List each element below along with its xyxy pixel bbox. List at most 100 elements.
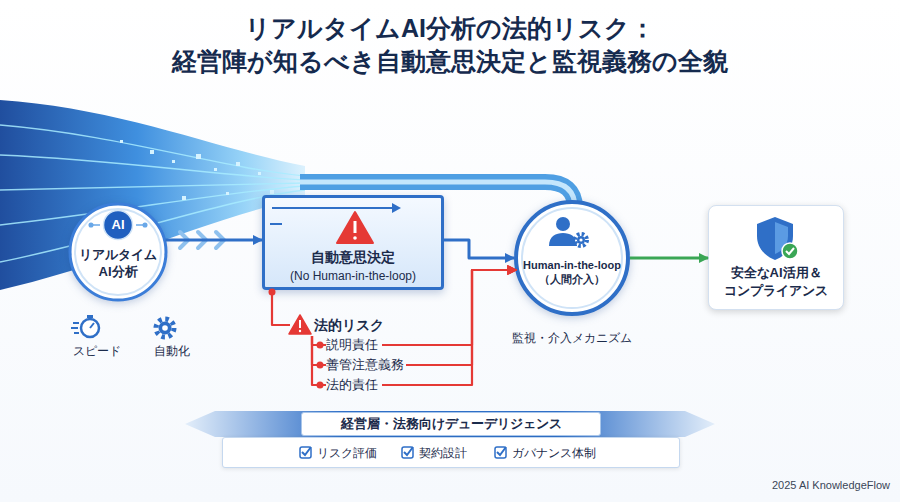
pixel xyxy=(236,162,240,166)
circuit-dot xyxy=(89,223,93,227)
node-text: (No Human-in-the-loop) xyxy=(269,268,437,284)
pixel xyxy=(172,160,175,163)
box-flow-strip xyxy=(270,203,401,224)
pixel xyxy=(196,154,201,159)
node-text: リスク評価 xyxy=(317,444,397,463)
data-pixels xyxy=(120,140,274,200)
gear-teeth xyxy=(575,234,587,246)
watermark: 2025 AI KnowledgeFlow xyxy=(740,479,890,491)
node-heading: 安全なAI活用＆ コンプライアンス xyxy=(714,264,838,300)
circuit-line xyxy=(92,224,100,226)
check-mark xyxy=(786,248,794,254)
icon-label: 自動化 xyxy=(137,343,207,360)
person-head xyxy=(556,217,570,231)
ai-badge: AI xyxy=(103,210,133,240)
person-gear-icon xyxy=(549,217,587,246)
shield-icon xyxy=(757,217,798,260)
gear-teeth xyxy=(156,319,174,337)
node-text: 契約設計 xyxy=(419,444,499,463)
node-heading: AI xyxy=(103,216,133,234)
risk-heading: 法的リスク xyxy=(290,314,400,336)
speed-line xyxy=(74,332,79,334)
node-heading: 経営層・法務向けデューデリジェンス xyxy=(301,412,601,436)
circle-outline xyxy=(516,202,628,314)
data-streak xyxy=(0,183,305,190)
check-mark xyxy=(497,447,506,455)
warning-triangle xyxy=(289,315,311,334)
chevron xyxy=(198,232,206,248)
flow-chevrons xyxy=(180,232,224,248)
gear-hole xyxy=(579,238,582,241)
human-loop-circle: Human-in-the-loop （人間介入）監視・介入メカニズム xyxy=(514,200,630,316)
risk-warning-icon xyxy=(289,315,311,334)
badge-circle xyxy=(104,211,133,240)
pixel xyxy=(226,192,229,195)
node-heading: 法的責任 xyxy=(326,376,378,394)
circle-shape xyxy=(514,200,630,316)
warning-bar xyxy=(354,221,357,233)
decision-box: 自動意思決定 (No Human-in-the-loop) xyxy=(262,195,444,290)
node-heading: 善管注意義務 xyxy=(326,356,402,374)
chevron xyxy=(216,232,224,248)
circuit-dot xyxy=(143,223,147,227)
gear-icon xyxy=(156,319,174,337)
checkbox-icons xyxy=(300,447,506,458)
node-text: ガバナンス体制 xyxy=(512,444,622,463)
gear-hole xyxy=(162,325,168,331)
chevron xyxy=(180,232,188,248)
diagram-title: リアルタイムAI分析の法的リスク： 経営陣が知るべき自動意思決定と監視義務の全貌 xyxy=(30,12,870,78)
pixel xyxy=(150,150,154,154)
risk-bullets xyxy=(269,289,324,389)
strip-line xyxy=(272,207,392,209)
connector xyxy=(444,240,514,258)
node-heading: 説明責任 xyxy=(326,336,378,354)
checkbox xyxy=(300,447,311,458)
pixel xyxy=(270,190,274,194)
checkbox xyxy=(495,447,506,458)
connector xyxy=(272,290,290,325)
bullet-dot xyxy=(317,382,324,389)
speed-line xyxy=(73,322,79,324)
check-badge xyxy=(782,243,798,259)
source-circle: リアルタイム AI分析AI xyxy=(68,202,168,302)
warning-icon xyxy=(337,212,373,243)
circuit-line xyxy=(136,224,144,226)
band-ribbon xyxy=(185,411,715,437)
warning-triangle xyxy=(337,212,373,243)
node-heading: 法的リスク xyxy=(314,316,400,334)
shield xyxy=(757,217,793,260)
bullet-dot xyxy=(269,289,276,296)
check-mark xyxy=(404,447,413,455)
data-streak xyxy=(0,125,305,176)
circle-inner-ring xyxy=(522,208,622,308)
connector xyxy=(630,257,708,260)
risk-item: 善管注意義務 xyxy=(326,356,402,374)
strip-tick xyxy=(270,223,282,225)
circle-outline xyxy=(70,204,166,300)
warning-dot xyxy=(299,330,301,332)
stopwatch-crown xyxy=(87,315,93,318)
data-swoosh xyxy=(0,100,305,290)
strip-arrowhead xyxy=(392,203,401,213)
connector xyxy=(312,336,326,345)
icon-label: スピード xyxy=(62,343,132,360)
stopwatch-hand xyxy=(90,323,94,328)
checklist-band: 経営層・法務向けデューデリジェンスリスク評価契約設計ガバナンス体制 xyxy=(222,437,680,468)
warning-bar xyxy=(299,320,301,328)
connector xyxy=(166,239,262,242)
speed-line xyxy=(71,327,78,329)
outcome-box: 安全なAI活用＆ コンプライアンス xyxy=(708,205,844,310)
connector xyxy=(406,270,516,365)
bullet-dot xyxy=(317,342,324,349)
node-heading: 自動意思決定 xyxy=(269,248,437,266)
gear-body xyxy=(159,322,172,335)
risk-item: 法的責任 xyxy=(326,376,378,394)
node-text: 監視・介入メカニズム xyxy=(482,330,662,346)
node-heading: Human-in-the-loop （人間介入） xyxy=(520,258,624,286)
pixel xyxy=(214,168,217,171)
check-mark xyxy=(302,447,311,455)
risk-item: 説明責任 xyxy=(326,336,378,354)
gear-body xyxy=(577,236,585,244)
